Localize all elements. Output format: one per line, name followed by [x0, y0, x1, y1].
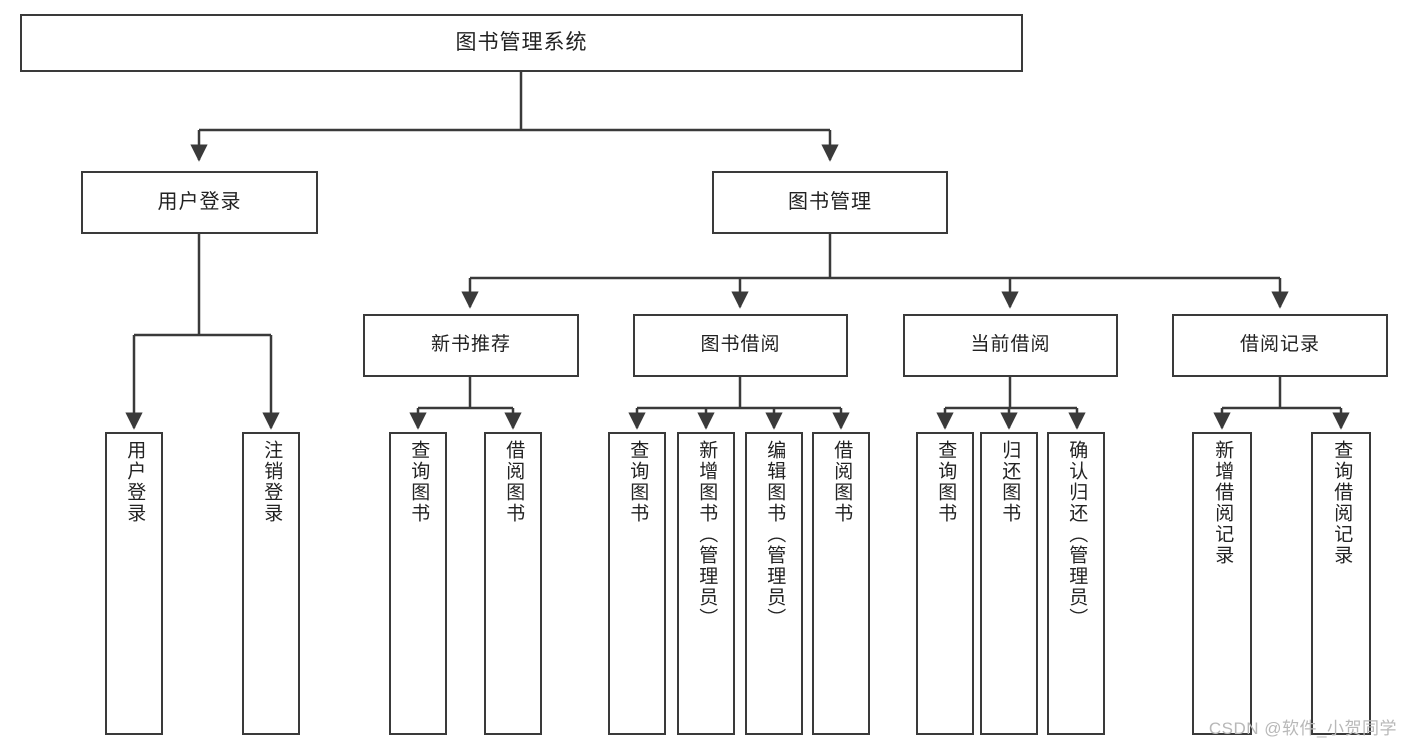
leaf-query-book-3-label: 查询图书: [935, 440, 957, 524]
watermark-text: CSDN @软件_小贺同学: [1208, 719, 1397, 738]
node-book-manage-label: 图书管理: [788, 190, 872, 213]
leaf-query-record-label: 查询借阅记录: [1331, 440, 1353, 566]
node-user-login-label: 用户登录: [157, 190, 242, 213]
node-current-borrow[interactable]: 当前借阅: [903, 314, 1118, 377]
leaf-return-book-label: 归还图书: [999, 440, 1021, 524]
node-book-manage[interactable]: 图书管理: [712, 171, 948, 234]
node-new-book-recommend-label: 新书推荐: [430, 334, 511, 356]
node-root-label: 图书管理系统: [455, 30, 588, 54]
leaf-add-record[interactable]: 新增借阅记录: [1192, 432, 1252, 735]
node-book-borrow[interactable]: 图书借阅: [633, 314, 848, 377]
node-user-login[interactable]: 用户登录: [81, 171, 318, 234]
leaf-user-login-label: 用户登录: [124, 440, 146, 524]
leaf-add-record-label: 新增借阅记录: [1212, 440, 1234, 566]
leaf-query-book-1-label: 查询图书: [408, 440, 430, 524]
leaf-confirm-return-label: 确认归还（管理员）: [1066, 440, 1088, 629]
leaf-logout[interactable]: 注销登录: [242, 432, 300, 735]
node-borrow-record-label: 借阅记录: [1239, 334, 1320, 356]
leaf-confirm-return[interactable]: 确认归还（管理员）: [1047, 432, 1105, 735]
node-new-book-recommend[interactable]: 新书推荐: [363, 314, 579, 377]
leaf-add-book[interactable]: 新增图书（管理员）: [677, 432, 735, 735]
leaf-borrow-book-2-label: 借阅图书: [831, 440, 853, 524]
leaf-query-book-2[interactable]: 查询图书: [608, 432, 666, 735]
leaf-logout-label: 注销登录: [261, 440, 283, 524]
node-root[interactable]: 图书管理系统: [20, 14, 1023, 72]
leaf-edit-book[interactable]: 编辑图书（管理员）: [745, 432, 803, 735]
leaf-add-book-label: 新增图书（管理员）: [696, 440, 718, 629]
leaf-query-book-3[interactable]: 查询图书: [916, 432, 974, 735]
leaf-query-record[interactable]: 查询借阅记录: [1311, 432, 1371, 735]
leaf-borrow-book-1-label: 借阅图书: [503, 440, 525, 524]
leaf-borrow-book-2[interactable]: 借阅图书: [812, 432, 870, 735]
leaf-edit-book-label: 编辑图书（管理员）: [764, 440, 786, 629]
node-borrow-record[interactable]: 借阅记录: [1172, 314, 1388, 377]
leaf-return-book[interactable]: 归还图书: [980, 432, 1038, 735]
leaf-query-book-1[interactable]: 查询图书: [389, 432, 447, 735]
leaf-borrow-book-1[interactable]: 借阅图书: [484, 432, 542, 735]
leaf-user-login[interactable]: 用户登录: [105, 432, 163, 735]
node-current-borrow-label: 当前借阅: [970, 334, 1051, 356]
leaf-query-book-2-label: 查询图书: [627, 440, 649, 524]
node-book-borrow-label: 图书借阅: [700, 334, 781, 356]
